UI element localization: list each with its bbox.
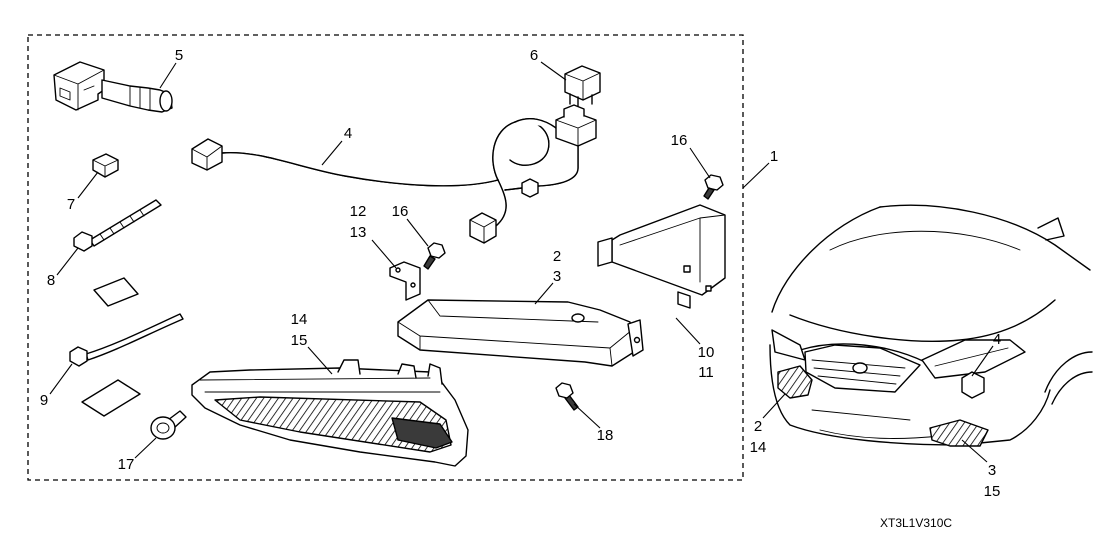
combination-switch-part	[53, 61, 173, 113]
leader-line-12-13	[371, 239, 397, 269]
leader-line-17	[134, 437, 157, 459]
leader-line-6	[540, 61, 567, 81]
adhesive-pad-part	[93, 277, 139, 307]
vehicle-callout-15: 15	[984, 483, 1001, 500]
bolt-top-part	[703, 174, 724, 200]
callout-11: 11	[698, 364, 714, 381]
leader-line-8	[56, 247, 79, 276]
callout-13: 13	[350, 224, 367, 241]
callout-5: 5	[175, 47, 183, 64]
callout-1: 1	[770, 148, 778, 165]
callout-7: 7	[67, 196, 75, 213]
leader-line-5	[159, 62, 177, 89]
light-housing-part	[397, 299, 644, 367]
vehicle-front	[769, 204, 1093, 447]
vehicle-callout-3: 3	[988, 462, 996, 479]
callout-16-mid: 16	[392, 203, 409, 220]
callout-9: 9	[40, 392, 48, 409]
callout-15: 15	[291, 332, 308, 349]
garnish-part	[191, 359, 469, 467]
callout-10: 10	[698, 344, 715, 361]
cable-tie-short-part	[73, 199, 162, 252]
small-bracket-part	[389, 261, 421, 301]
kit-boundary	[27, 34, 744, 481]
callout-16-top: 16	[671, 132, 688, 149]
leader-line-4	[321, 140, 343, 166]
leader-line-vehicle-2-14	[762, 393, 786, 419]
figure-code: XT3L1V310C	[880, 516, 952, 530]
bolt-mid-part	[423, 242, 446, 270]
relay-part	[564, 65, 601, 109]
push-clip-part	[150, 410, 187, 440]
callout-14: 14	[291, 311, 308, 328]
callout-12: 12	[350, 203, 367, 220]
leader-line-18	[573, 403, 601, 429]
vehicle-callout-2: 2	[754, 418, 762, 435]
callout-4: 4	[344, 125, 352, 142]
leader-line-9	[49, 363, 73, 395]
callout-18: 18	[597, 427, 614, 444]
leader-line-7	[77, 171, 99, 199]
adhesive-pad-part	[81, 379, 141, 417]
wire-harness-part	[191, 104, 597, 244]
clip-part	[92, 153, 119, 178]
callout-8: 8	[47, 272, 55, 289]
leader-line-16-top	[689, 147, 711, 179]
bolt-bottom-part	[555, 382, 579, 411]
leader-line-2-3	[534, 282, 554, 305]
callout-2: 2	[553, 248, 561, 265]
leader-line-14-15	[307, 346, 333, 375]
callout-17: 17	[118, 456, 135, 473]
large-bracket-part	[597, 204, 726, 309]
cable-tie-long-part	[69, 313, 184, 367]
callout-3: 3	[553, 268, 561, 285]
vehicle-callout-14: 14	[750, 439, 767, 456]
leader-line-1	[742, 162, 770, 189]
callout-6: 6	[530, 47, 538, 64]
leader-line-10-11	[675, 317, 701, 345]
leader-line-vehicle-4	[971, 345, 994, 377]
leader-line-16-mid	[406, 218, 429, 247]
leader-line-vehicle-3-15	[961, 439, 988, 463]
vehicle-callout-4: 4	[993, 331, 1001, 348]
